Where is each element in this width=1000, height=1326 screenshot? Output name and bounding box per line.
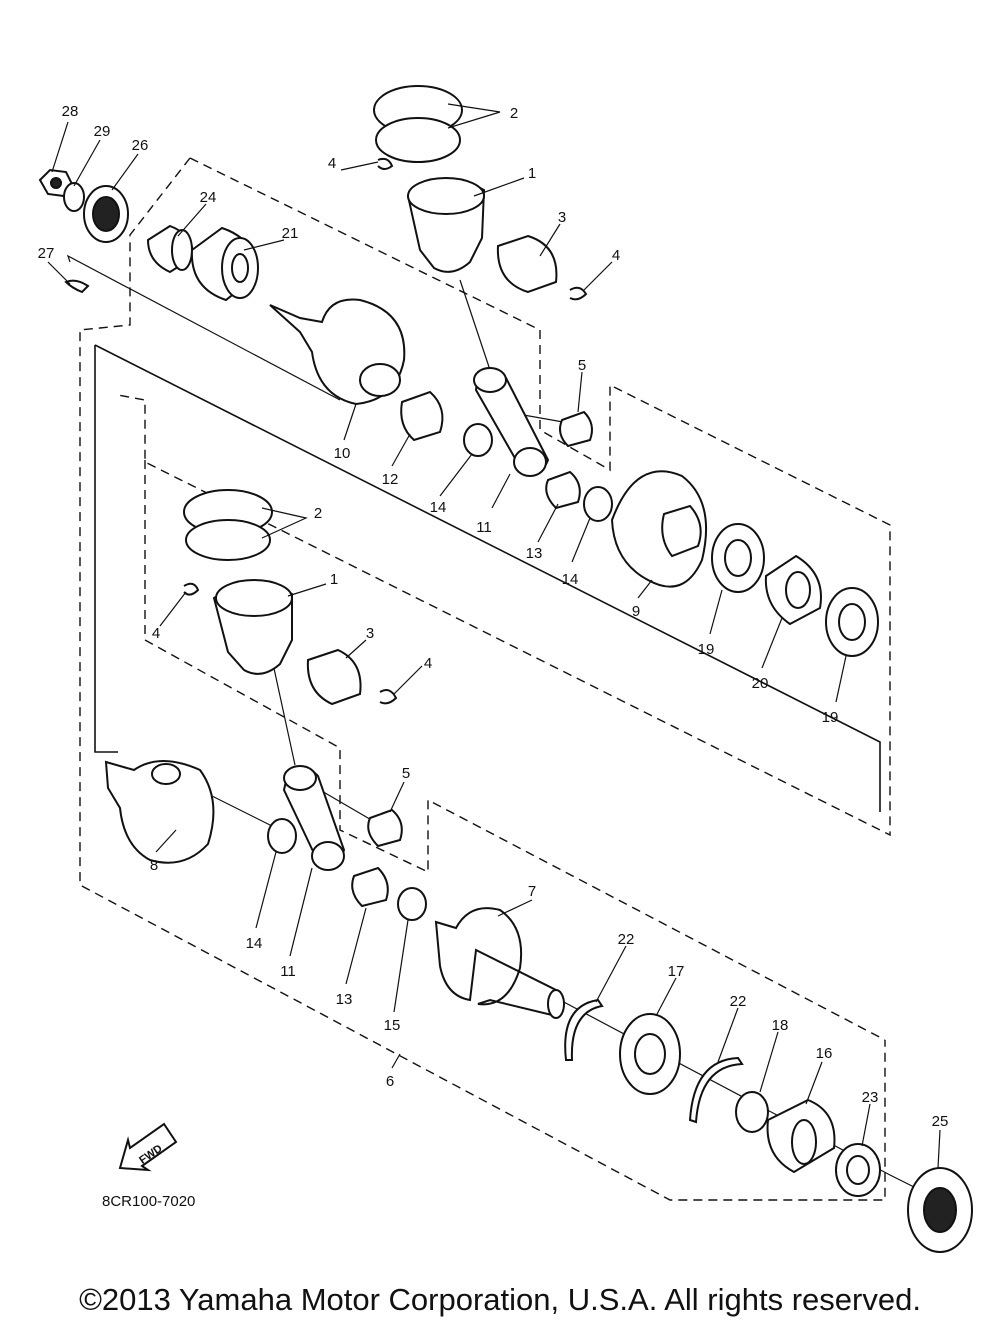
upper-crank-group-outline bbox=[117, 157, 891, 837]
assembly-line-left bbox=[94, 345, 118, 753]
callout-14-upper-right: 14 bbox=[562, 571, 579, 588]
callout-2-upper: 2 bbox=[510, 105, 518, 122]
group-outlines bbox=[79, 157, 891, 1201]
part-14a-washer-shape bbox=[463, 423, 493, 457]
part-4a-clip-shape bbox=[377, 157, 394, 170]
part-13a-bearing-shape bbox=[545, 470, 581, 510]
drawing-code: 8CR100-7020 bbox=[102, 1193, 195, 1210]
callout-15: 15 bbox=[384, 1017, 401, 1034]
callout-25: 25 bbox=[932, 1113, 949, 1130]
part-9-crank-web-shape bbox=[610, 470, 708, 588]
part-15-washer-shape bbox=[397, 887, 427, 921]
part-5a-bearing-shape bbox=[559, 410, 593, 448]
callout-22-lower: 22 bbox=[730, 993, 747, 1010]
part-22b-circlip-shape bbox=[688, 1056, 744, 1124]
callout-11-lower: 11 bbox=[280, 963, 296, 980]
part-27-key-shape bbox=[64, 279, 90, 294]
part-3a-pin-shape bbox=[496, 234, 558, 294]
part-13b-bearing-shape bbox=[351, 866, 389, 908]
callout-3-upper: 3 bbox=[558, 209, 566, 226]
part-12-pin-shape bbox=[400, 390, 444, 442]
callout-26: 26 bbox=[132, 137, 149, 154]
callout-20: 20 bbox=[752, 675, 769, 692]
callout-12: 12 bbox=[382, 471, 399, 488]
callout-labels: 28 29 26 24 21 27 2 4 1 3 4 5 10 12 14 1… bbox=[38, 103, 949, 1130]
callout-7: 7 bbox=[528, 883, 536, 900]
callout-10: 10 bbox=[334, 445, 351, 462]
part-2b-ring-bottom-shape bbox=[185, 519, 271, 561]
callout-6: 6 bbox=[386, 1073, 394, 1090]
callout-4-lower-left: 4 bbox=[152, 625, 160, 642]
callout-28: 28 bbox=[62, 103, 79, 120]
callout-11-upper: 11 bbox=[476, 519, 492, 536]
part-8-crank-half-shape bbox=[104, 760, 215, 864]
part-4c-clip-shape bbox=[183, 582, 200, 596]
callout-14-upper-left: 14 bbox=[430, 499, 447, 516]
callout-2-lower: 2 bbox=[314, 505, 322, 522]
parts bbox=[38, 85, 973, 1253]
callout-1-upper: 1 bbox=[528, 165, 536, 182]
part-14b-washer-shape bbox=[583, 486, 613, 522]
callout-19-left: 19 bbox=[698, 641, 715, 658]
callout-23: 23 bbox=[862, 1089, 879, 1106]
part-18-washer-shape bbox=[735, 1091, 769, 1133]
fwd-arrow-icon: FWD bbox=[118, 1122, 178, 1172]
part-2a-ring-bottom-shape bbox=[375, 117, 461, 163]
part-5b-bearing-shape bbox=[367, 808, 403, 848]
part-7-crank-shape bbox=[434, 907, 562, 1018]
callout-13-upper: 13 bbox=[526, 545, 543, 562]
callout-1-lower: 1 bbox=[330, 571, 338, 588]
callout-3-lower: 3 bbox=[366, 625, 374, 642]
callout-4-upper-left: 4 bbox=[328, 155, 336, 172]
callout-9: 9 bbox=[632, 603, 640, 620]
main-crank-group-outline bbox=[79, 157, 886, 1201]
part-22a-circlip-shape bbox=[564, 998, 604, 1061]
part-3b-pin-shape bbox=[306, 648, 362, 706]
copyright-notice: ©2013 Yamaha Motor Corporation, U.S.A. A… bbox=[79, 1282, 921, 1317]
assembly-line-upper bbox=[94, 344, 881, 812]
callout-5-upper: 5 bbox=[578, 357, 586, 374]
callout-18: 18 bbox=[772, 1017, 789, 1034]
callout-27: 27 bbox=[38, 245, 55, 262]
part-14c-washer-shape bbox=[267, 818, 297, 854]
leader-lines bbox=[47, 103, 941, 1169]
part-4d-clip-shape bbox=[379, 689, 398, 705]
callout-22-upper: 22 bbox=[618, 931, 635, 948]
axis-line-rod-a bbox=[459, 279, 491, 371]
callout-29: 29 bbox=[94, 123, 111, 140]
callout-13-lower: 13 bbox=[336, 991, 353, 1008]
callout-24: 24 bbox=[200, 189, 217, 206]
callout-4-lower-right: 4 bbox=[424, 655, 432, 672]
callout-14-lower: 14 bbox=[246, 935, 263, 952]
lower-crank-group-outline bbox=[144, 460, 886, 1041]
part-4b-clip-shape bbox=[569, 286, 588, 301]
callout-16: 16 bbox=[816, 1045, 833, 1062]
callout-17: 17 bbox=[668, 963, 685, 980]
callout-5-lower: 5 bbox=[402, 765, 410, 782]
axis-line-27 bbox=[66, 254, 341, 401]
callout-21: 21 bbox=[282, 225, 299, 242]
callout-19-right: 19 bbox=[822, 709, 839, 726]
callout-8: 8 bbox=[150, 857, 158, 874]
part-29-washer-shape bbox=[63, 182, 85, 212]
callout-4-upper-right: 4 bbox=[612, 247, 620, 264]
